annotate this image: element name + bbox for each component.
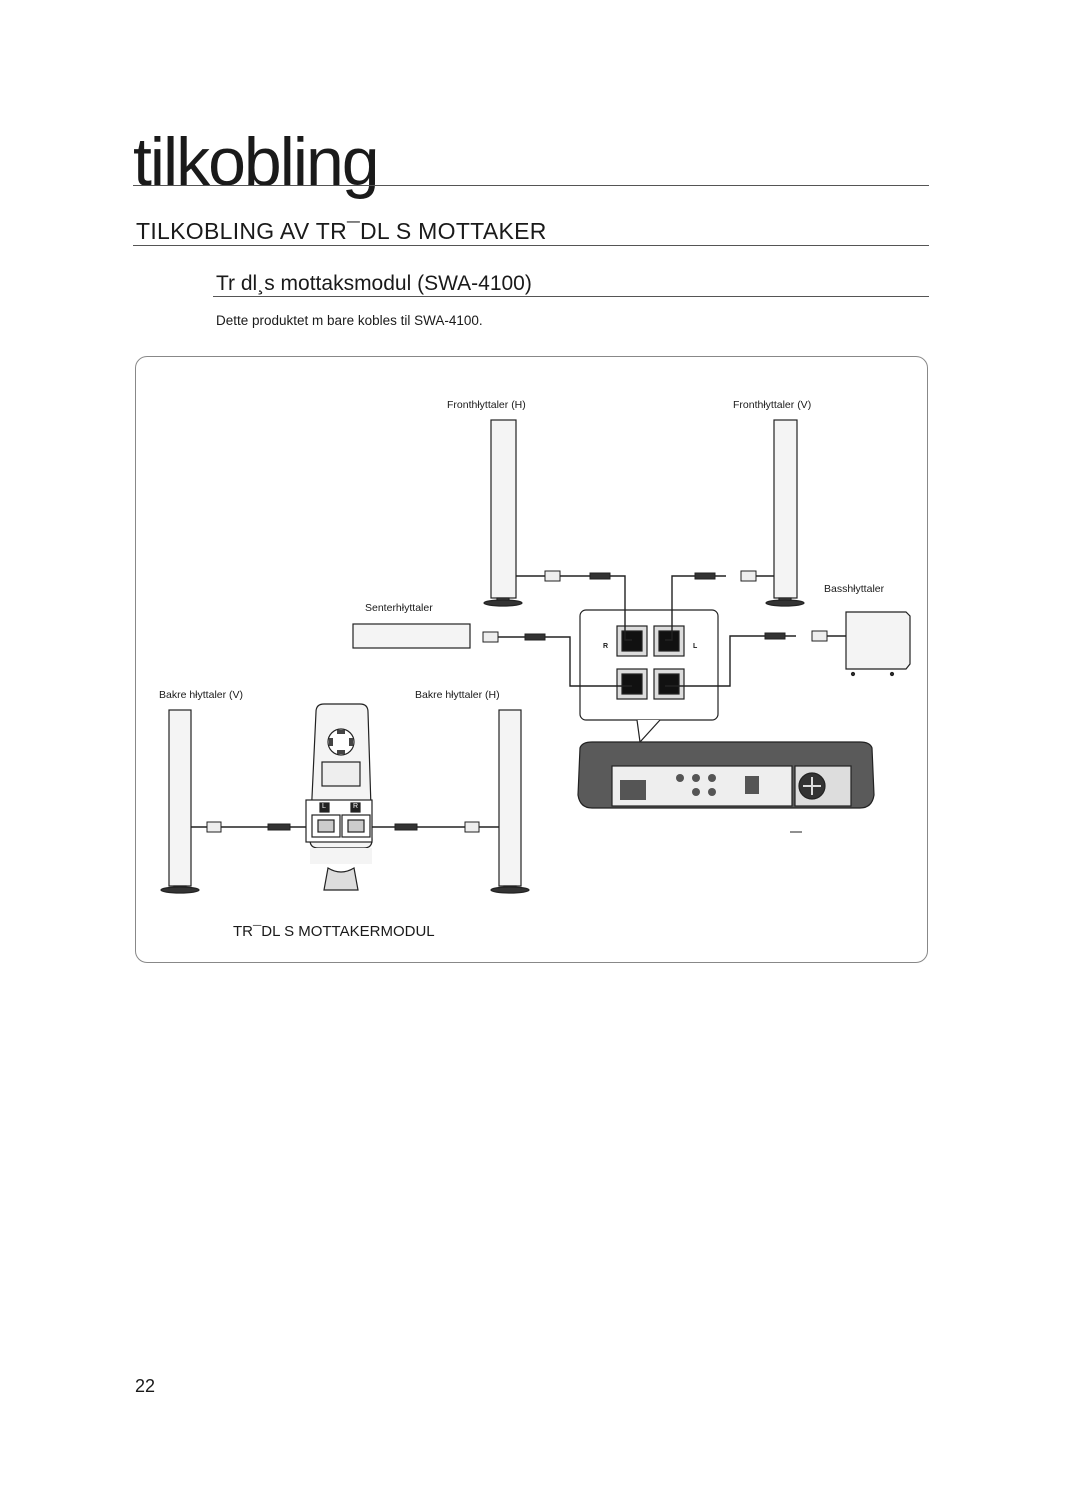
page-number: 22 xyxy=(135,1376,156,1396)
receiver-module-caption: TR¯DL S MOTTAKERMODUL xyxy=(233,923,435,940)
connection-diagram-frame xyxy=(135,356,928,963)
rear-left-speaker-icon xyxy=(160,709,200,894)
section-title: TILKOBLING AV TR¯DL S MOTTAKER xyxy=(136,218,547,244)
cable-connectors xyxy=(206,570,828,833)
front-right-speaker-label: Fronthłyttaler (H) xyxy=(447,399,526,411)
receiver-module-icon xyxy=(305,703,373,891)
front-right-speaker-icon xyxy=(483,419,523,607)
module-plug-mark-right: R xyxy=(353,803,359,810)
module-plug-mark-left: L xyxy=(322,803,326,810)
terminal-mark-left: L xyxy=(693,643,698,650)
terminal-mark-right: R xyxy=(603,643,609,650)
compatibility-note: Dette produktet m bare kobles til SWA-41… xyxy=(216,313,483,328)
front-left-speaker-label: Fronthłyttaler (V) xyxy=(733,399,812,411)
speaker-terminal-panel xyxy=(579,609,719,744)
center-speaker-icon xyxy=(352,623,471,649)
subsection-title-rule xyxy=(213,296,929,297)
subwoofer-icon xyxy=(845,611,911,677)
main-unit-icon xyxy=(577,741,875,833)
subsection-title: Tr dl¸s mottaksmodul (SWA-4100) xyxy=(216,272,532,295)
front-left-speaker-icon xyxy=(765,419,805,607)
rear-right-speaker-label: Bakre hłyttaler (H) xyxy=(415,689,500,701)
rear-right-speaker-icon xyxy=(490,709,530,894)
subwoofer-label: Basshłyttaler xyxy=(824,583,885,595)
section-title-rule xyxy=(133,245,929,246)
center-speaker-label: Senterhłyttaler xyxy=(365,602,433,614)
rear-left-speaker-label: Bakre hłyttaler (V) xyxy=(159,689,244,701)
chapter-title-rule xyxy=(133,185,929,186)
chapter-title: tilkobling xyxy=(133,124,380,200)
